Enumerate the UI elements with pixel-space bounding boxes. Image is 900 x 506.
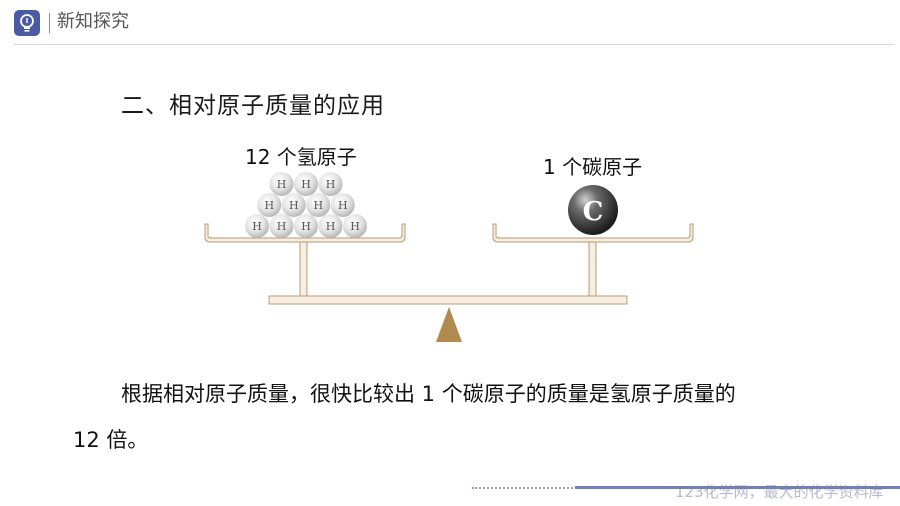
carbon-symbol: C [583, 197, 604, 227]
hydrogen-symbol: H [301, 178, 311, 191]
header-divider [14, 44, 894, 45]
left-post [299, 241, 308, 298]
right-pan [492, 223, 694, 243]
carbon-atom: C [568, 185, 618, 235]
hydrogen-symbol: H [277, 220, 287, 233]
hydrogen-atom: H [330, 193, 355, 217]
body-text-line-2: 12 倍。 [73, 428, 149, 452]
header-bar: 新知探究 [0, 0, 900, 46]
footer-accent-bar [575, 486, 900, 489]
body-text-line-1: 根据相对原子质量，很快比较出 1 个碳原子的质量是氢原子质量的 [121, 382, 736, 406]
hydrogen-symbol: H [289, 199, 299, 212]
header-title: 新知探究 [57, 11, 129, 32]
hydrogen-symbol: H [313, 199, 323, 212]
hydrogen-symbol: H [338, 199, 348, 212]
fulcrum [436, 307, 462, 342]
hydrogen-atom: H [269, 172, 294, 196]
watermark-text: 123化学网，最大的化学资料库 [675, 483, 884, 501]
hydrogen-atom: H [269, 214, 294, 238]
hydrogen-atom: H [318, 214, 343, 238]
hydrogen-symbol: H [252, 220, 262, 233]
hydrogen-symbol: H [326, 178, 336, 191]
hydrogen-label: 12 个氢原子 [245, 145, 357, 169]
footer-dotted-line [472, 487, 592, 489]
scale-beam [268, 295, 628, 305]
hydrogen-atom: H [245, 214, 269, 238]
hydrogen-symbol: H [350, 220, 360, 233]
right-post [588, 241, 597, 298]
lightbulb-icon [14, 10, 40, 36]
hydrogen-symbol: H [326, 220, 336, 233]
hydrogen-atom: H [306, 193, 331, 217]
carbon-label: 1 个碳原子 [543, 155, 643, 179]
hydrogen-symbol: H [264, 199, 274, 212]
hydrogen-atom: H [281, 193, 306, 217]
hydrogen-atom: H [343, 214, 367, 238]
header-separator [49, 13, 50, 33]
hydrogen-atom: H [318, 172, 343, 196]
section-title: 二、相对原子质量的应用 [121, 93, 385, 119]
hydrogen-symbol: H [301, 220, 311, 233]
hydrogen-atom: H [257, 193, 282, 217]
hydrogen-atom: H [294, 214, 318, 238]
hydrogen-symbol: H [277, 178, 287, 191]
left-pan [204, 223, 406, 243]
hydrogen-atom: H [294, 172, 318, 196]
